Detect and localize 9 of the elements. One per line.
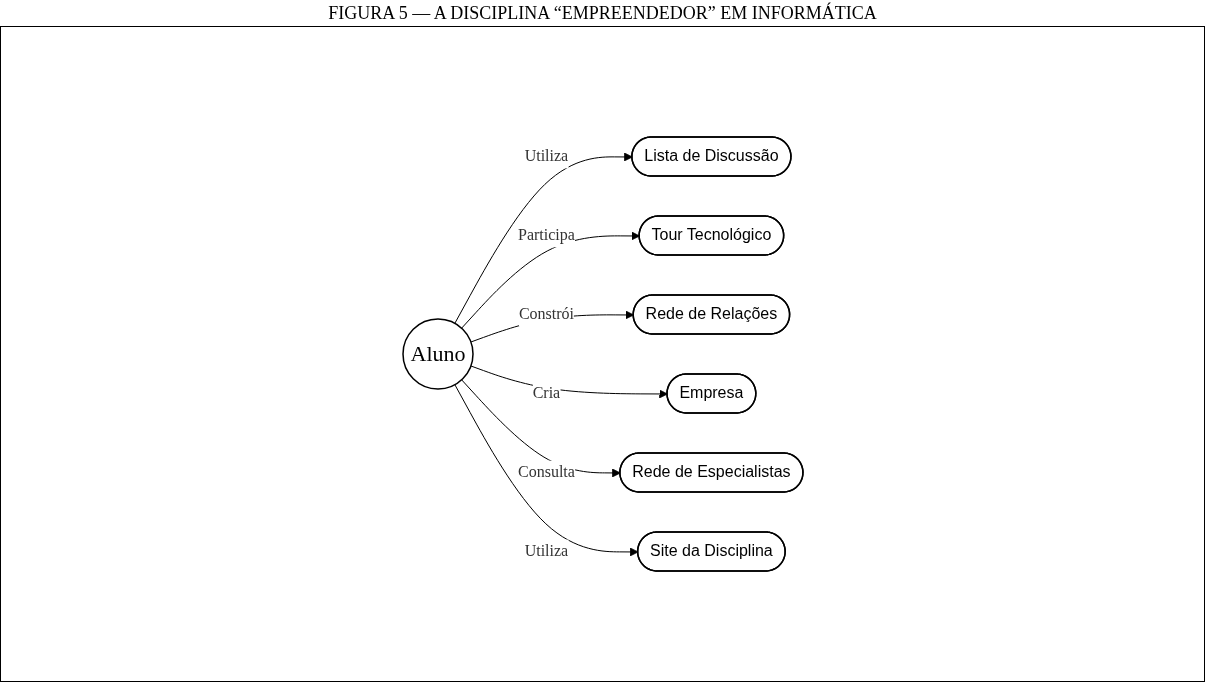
edge-label: Utiliza: [524, 147, 568, 165]
edge-label: Utiliza: [524, 542, 568, 560]
edge-label: Consulta: [517, 463, 575, 481]
edge-label: Participa: [517, 226, 575, 244]
edge-label: Constrói: [518, 305, 574, 323]
edge-label: Cria: [532, 384, 560, 402]
figure-title: FIGURA 5 — A DISCIPLINA “EMPREENDEDOR” EM INFORMÁTICA: [327, 1, 878, 25]
node-circle: Aluno: [401, 318, 474, 390]
arrow: [460, 231, 640, 329]
